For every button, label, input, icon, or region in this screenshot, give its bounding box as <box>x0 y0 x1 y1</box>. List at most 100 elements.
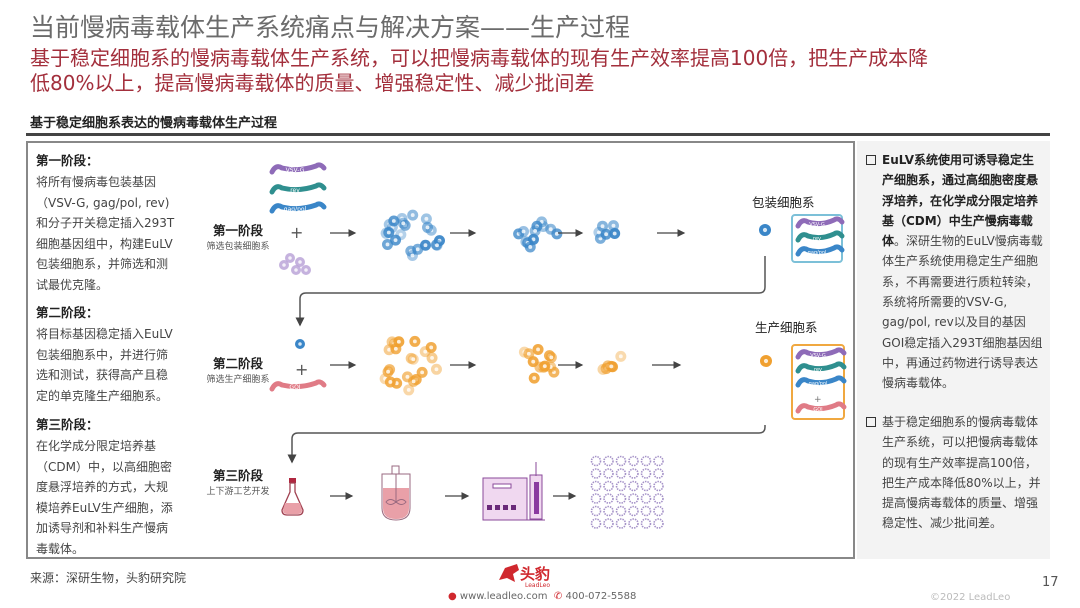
cell-nucleus <box>549 355 554 360</box>
cell-nucleus <box>298 260 302 264</box>
source-note: 来源：深研生物，头豹研究院 <box>30 571 187 585</box>
virus-particle-icon <box>653 455 664 467</box>
virus-particle-icon <box>640 468 652 479</box>
cell-nucleus <box>282 263 286 267</box>
flask-icon <box>281 478 304 516</box>
packaging-cell-line-label: 包装细胞系 <box>752 195 815 210</box>
plasmid-icon <box>795 361 847 374</box>
cell-nucleus <box>396 339 401 344</box>
cell-nucleus <box>387 347 392 352</box>
section-divider <box>26 133 1050 136</box>
virus-particle-icon <box>640 505 652 517</box>
cell-nucleus <box>410 213 415 218</box>
cell-nucleus <box>609 364 614 369</box>
subtitle-line-2: 低80%以上，提高慢病毒载体的质量、增强稳定性、减少批间差 <box>30 71 595 95</box>
virus-particle-icon <box>603 455 614 467</box>
cell-nucleus <box>408 249 413 254</box>
website-link[interactable]: www.leadleo.com <box>459 591 548 602</box>
stage-3-heading: 第三阶段： <box>36 417 99 432</box>
cell-nucleus <box>294 268 298 272</box>
virus-particle-icon <box>615 468 627 479</box>
text-line: 定的单克隆生产细胞系。 <box>36 388 169 403</box>
stage-label: 第二阶段 <box>212 356 263 371</box>
cell-nucleus <box>611 223 616 228</box>
text-line: 包装细胞系，并筛选和测 <box>36 257 169 271</box>
cell-nucleus <box>430 355 434 360</box>
chromatography-system-icon <box>482 462 545 521</box>
cell-nucleus <box>298 342 302 346</box>
plus-sign: + <box>295 360 308 379</box>
production-cell-line-label: 生产细胞系 <box>755 320 818 335</box>
plasmid-icon <box>269 162 327 175</box>
cell-nucleus <box>528 245 533 249</box>
virus-particle-icon <box>603 468 614 479</box>
text-line: 毒载体。 <box>36 541 85 556</box>
logo-text: 头豹 <box>520 565 551 583</box>
text-line: 度悬浮培养的方式，大规 <box>36 480 169 494</box>
cell-nucleus <box>388 380 393 384</box>
text-line: 细胞基因组中，构建EuLV <box>36 236 173 251</box>
connector-2-3 <box>287 425 766 464</box>
cell-nucleus <box>429 345 434 350</box>
virus-particle-icon <box>628 455 639 467</box>
virus-particle-icon <box>590 480 602 492</box>
plasmid-label: VSV-G <box>810 353 826 359</box>
virus-particle-icon <box>590 468 602 479</box>
virus-particle-icon <box>628 468 639 479</box>
section-title: 基于稳定细胞系表达的慢病毒载体生产过程 <box>30 116 278 131</box>
process-panel <box>26 141 855 559</box>
virus-particle-icon <box>603 518 614 529</box>
plasmid-icon <box>269 182 327 195</box>
stage-3-label: 第三阶段上下游工艺开发 <box>203 465 273 497</box>
cell-nucleus <box>304 268 308 272</box>
virus-particle-icon <box>653 518 664 529</box>
cell-nucleus <box>526 351 531 356</box>
summary-item-1: EuLV系统使用可诱导稳定生产细胞系，通过高细胞密度悬浮培养，在化学成分限定培养… <box>866 150 1046 394</box>
virus-particle-icon <box>615 505 627 517</box>
plasmid-label: gag/pol <box>284 206 307 213</box>
plasmid-icon <box>269 379 327 392</box>
cell-nucleus <box>423 349 428 354</box>
cell-nucleus <box>762 227 768 233</box>
virus-particle-icon <box>628 493 639 504</box>
cell-nucleus <box>521 229 526 234</box>
cell-nucleus <box>598 236 603 241</box>
copyright: ©2022 LeadLeo <box>930 592 1011 603</box>
text-line: 在化学成分限定培养基 <box>36 439 157 453</box>
virus-particle-icon <box>590 493 602 504</box>
plus-sign: + <box>814 395 822 405</box>
cell-nucleus <box>393 238 398 243</box>
phone-number: 400-072-5588 <box>565 591 637 602</box>
summary-item-2: 基于稳定细胞系的慢病毒载体生产系统，可以把慢病毒载体的现有生产效率提高100倍，… <box>866 412 1046 534</box>
virus-particle-icon <box>590 505 602 517</box>
stage-1-heading: 第一阶段： <box>36 153 99 168</box>
plasmid-icon <box>795 347 847 360</box>
text-line: 将所有慢病毒包装基因 <box>36 175 157 189</box>
stage-2-heading: 第二阶段： <box>36 305 99 320</box>
cell-nucleus <box>391 219 396 223</box>
virus-particle-icon <box>653 493 664 504</box>
cell-nucleus <box>386 230 391 235</box>
cell-nucleus <box>612 231 617 236</box>
cell-nucleus <box>386 369 391 374</box>
plus-sign: + <box>290 223 303 242</box>
plasmid-label: VSV-G <box>809 222 825 228</box>
cell-nucleus <box>542 364 547 369</box>
cell-nucleus <box>423 243 428 248</box>
plasmid-icon <box>795 230 845 243</box>
virus-particle-icon <box>603 493 614 504</box>
virus-particle-icon <box>628 518 639 529</box>
text-line: （CDM）中，以高细胞密 <box>36 459 172 474</box>
plasmid-label: gag/pol <box>809 381 828 387</box>
phone-icon: ✆ <box>553 591 563 602</box>
plasmid-icon <box>269 201 327 214</box>
cell-nucleus <box>412 339 417 344</box>
stage-sublabel: 上下游工艺开发 <box>206 487 270 497</box>
cell-nucleus <box>596 230 601 235</box>
bioreactor-icon <box>381 465 411 521</box>
virus-particle-icon <box>653 468 664 479</box>
plasmid-icon <box>795 244 845 257</box>
cell-nucleus <box>536 347 540 352</box>
cell-nucleus <box>385 242 390 247</box>
virus-particle-icon <box>590 455 602 467</box>
